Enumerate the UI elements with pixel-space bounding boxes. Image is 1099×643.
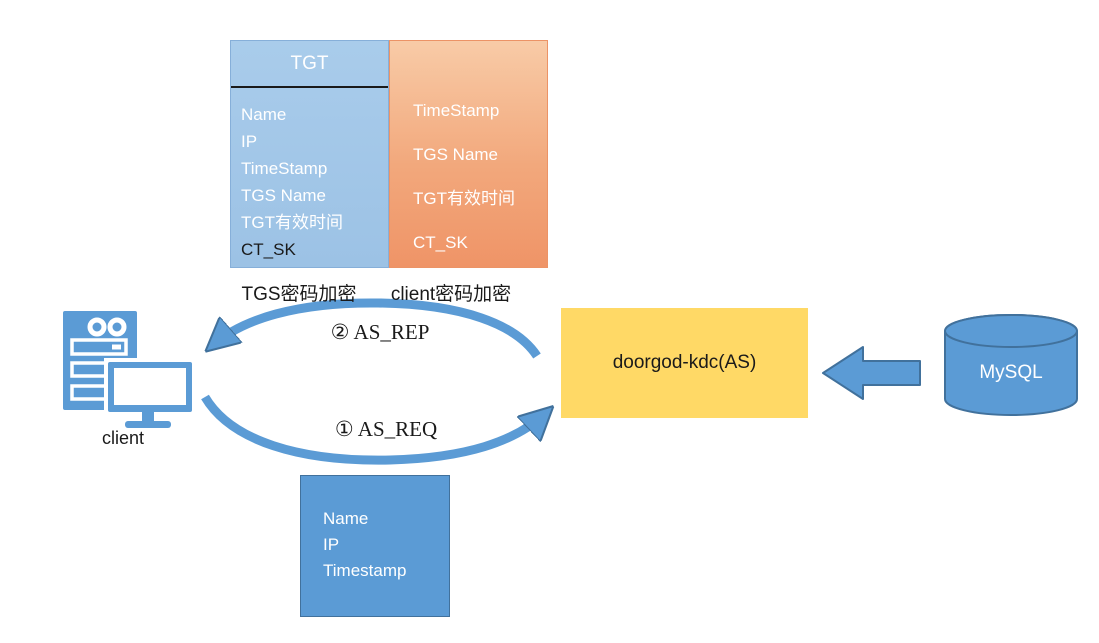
payload-field: Name — [323, 509, 369, 528]
enc-field: TGS Name — [413, 145, 499, 164]
tgt-card-field-list: Name IP TimeStamp TGS Name TGT有效时间 CT_SK — [231, 88, 388, 263]
client-label: client — [101, 428, 145, 448]
tgt-field: IP — [241, 132, 258, 151]
enc-field-ct-sk: CT_SK — [413, 233, 468, 252]
mysql-database-icon — [944, 314, 1078, 416]
client-encryption-caption: client密码加密 — [390, 284, 512, 305]
enc-field: TimeStamp — [413, 101, 500, 120]
tgt-field: Name — [241, 105, 287, 124]
tgt-field: TGT有效时间 — [241, 213, 343, 232]
tgt-card-title: TGT — [231, 41, 388, 88]
kdc-label: doorgod-kdc(AS) — [612, 352, 757, 373]
tgs-encryption-caption: TGS密码加密 — [241, 284, 357, 305]
as-req-payload-card: Name IP Timestamp — [300, 475, 450, 617]
tgt-field: TimeStamp — [241, 159, 328, 178]
client-computer-icon — [63, 311, 196, 428]
as-rep-arrow — [213, 298, 541, 359]
as-req-label: ① AS_REQ — [334, 417, 438, 441]
tgt-field: TGS Name — [241, 186, 327, 205]
mysql-to-kdc-arrow — [822, 346, 921, 400]
payload-field: Timestamp — [323, 561, 407, 580]
tgt-ticket-card: TGT Name IP TimeStamp TGS Name TGT有效时间 C… — [230, 40, 389, 268]
client-encrypted-card: TimeStamp TGS Name TGT有效时间 CT_SK — [389, 40, 548, 268]
as-req-payload-field-list: Name IP Timestamp — [301, 476, 449, 584]
tgt-field-ct-sk: CT_SK — [241, 240, 296, 259]
client-encrypted-field-list: TimeStamp TGS Name TGT有效时间 CT_SK — [390, 41, 547, 265]
mysql-label: MySQL — [979, 362, 1043, 383]
as-req-arrow — [201, 394, 546, 465]
enc-field: TGT有效时间 — [413, 189, 515, 208]
payload-field: IP — [323, 535, 340, 554]
as-rep-label: ② AS_REP — [330, 320, 430, 344]
kdc-box: doorgod-kdc(AS) — [561, 308, 808, 418]
